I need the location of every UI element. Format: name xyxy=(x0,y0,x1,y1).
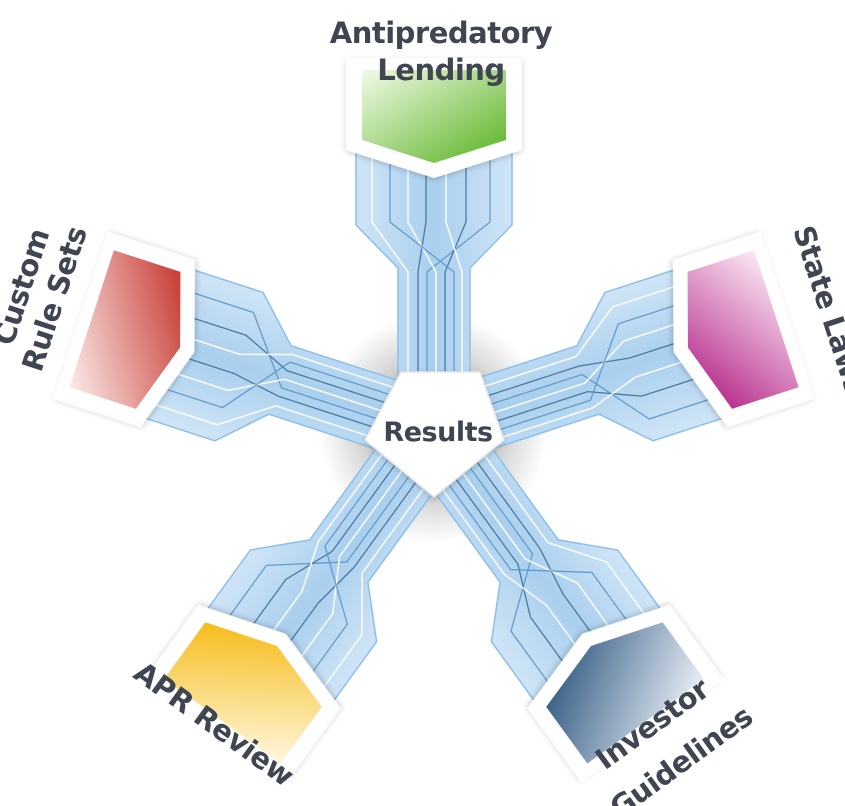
circuit-line xyxy=(475,370,720,429)
circuit-line xyxy=(434,478,596,673)
spoke-apr-review xyxy=(144,432,447,783)
circuit-line xyxy=(138,398,389,444)
results-label: Results xyxy=(383,417,492,448)
antipredatory-label-line2: Lending xyxy=(377,53,504,87)
module-investor-guidelines xyxy=(546,622,704,764)
spoke-antipredatory xyxy=(346,58,522,401)
circuit-line xyxy=(462,457,560,698)
antipredatory-label-line1: Antipredatory xyxy=(330,16,553,50)
circuit-line xyxy=(237,455,403,647)
spoke-investor-guidelines xyxy=(421,432,724,783)
module-antipredatory xyxy=(362,70,506,163)
circuit-line xyxy=(144,361,403,409)
circuit-line xyxy=(161,328,405,392)
spoke-state-laws xyxy=(450,231,815,456)
circuit-line xyxy=(175,286,394,425)
circuit-line xyxy=(167,309,400,408)
circuit-line xyxy=(298,450,395,691)
circuit-line xyxy=(253,445,389,659)
module-custom-rule-sets xyxy=(69,250,181,409)
circuit-line xyxy=(463,280,691,394)
circuit-line xyxy=(389,140,455,390)
circuit-line xyxy=(480,351,714,446)
circuit-line xyxy=(477,446,656,629)
circuit-line xyxy=(440,473,641,640)
circuit-line xyxy=(478,297,697,438)
results-pentagon xyxy=(364,371,505,498)
circuit-line xyxy=(217,466,417,633)
module-state-laws xyxy=(687,250,799,409)
circuit-line xyxy=(469,373,728,420)
circuit-line xyxy=(444,140,467,390)
module-apr-review xyxy=(164,622,322,764)
results-hub xyxy=(364,371,505,498)
circuit-line xyxy=(448,468,580,684)
circuit-line xyxy=(445,140,463,390)
circuit-line xyxy=(371,140,409,390)
circuit-line xyxy=(426,140,491,390)
circuit-line xyxy=(313,477,433,702)
spoke-custom-rule-sets xyxy=(53,231,418,456)
